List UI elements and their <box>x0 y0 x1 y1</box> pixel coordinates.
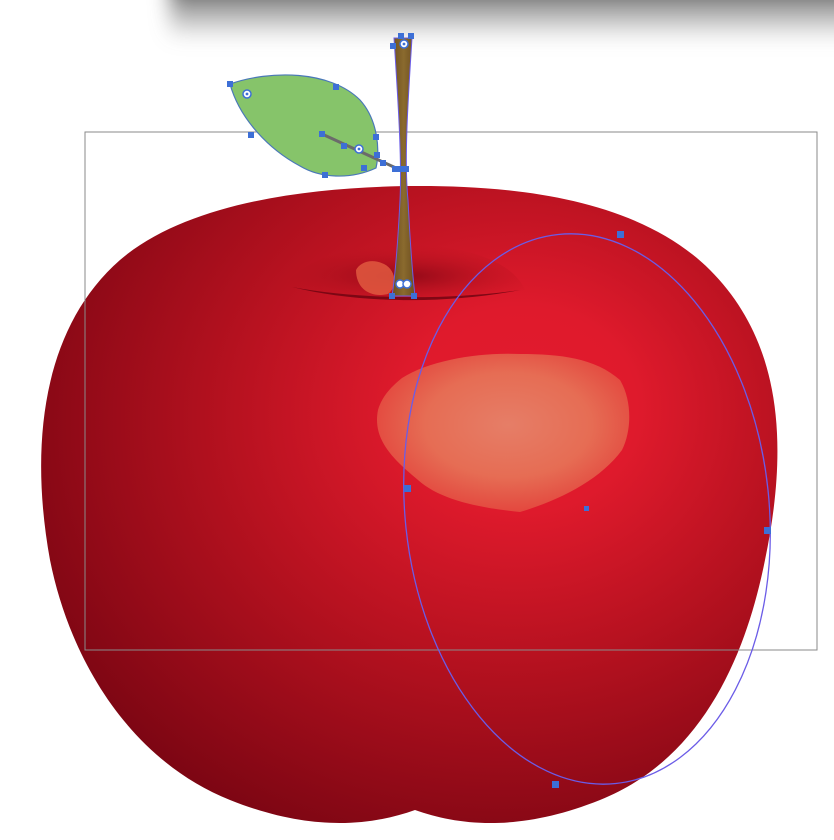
square-anchor-icon[interactable] <box>397 166 403 172</box>
apple-cavity-edge <box>292 287 520 301</box>
square-anchor-icon[interactable] <box>227 81 233 87</box>
square-anchor-icon[interactable] <box>398 33 404 39</box>
square-anchor-icon[interactable] <box>408 33 414 39</box>
square-anchor-icon[interactable] <box>389 293 395 299</box>
apple-shine[interactable] <box>377 353 630 512</box>
bounding-box[interactable] <box>84 131 818 651</box>
stem-anchors[interactable] <box>389 33 417 299</box>
square-anchor-icon[interactable] <box>411 293 417 299</box>
square-anchor-icon[interactable] <box>341 143 347 149</box>
square-anchor-icon[interactable] <box>361 165 367 171</box>
square-anchor-icon[interactable] <box>552 781 559 788</box>
apple-body[interactable] <box>41 186 778 824</box>
square-anchor-icon[interactable] <box>764 527 771 534</box>
square-anchor-icon[interactable] <box>322 172 328 178</box>
square-anchor-icon[interactable] <box>248 132 254 138</box>
square-anchor-icon[interactable] <box>333 84 339 90</box>
circle-center-icon[interactable] <box>357 147 361 151</box>
apple-leaf[interactable] <box>229 74 379 177</box>
artboard-shadow <box>170 0 834 40</box>
square-anchor-icon[interactable] <box>374 152 380 158</box>
circle-center-icon[interactable] <box>402 42 406 46</box>
square-anchor-icon[interactable] <box>319 131 325 137</box>
square-anchor-icon[interactable] <box>617 231 624 238</box>
square-anchor-icon[interactable] <box>373 134 379 140</box>
selected-ellipse-path[interactable] <box>377 215 797 802</box>
square-anchor-icon[interactable] <box>403 166 409 172</box>
ellipse-center-point[interactable] <box>584 506 589 511</box>
square-anchor-icon[interactable] <box>390 43 396 49</box>
circle-center-icon[interactable] <box>402 279 412 289</box>
leaf-anchors[interactable] <box>227 81 398 178</box>
stem-shine <box>356 261 395 295</box>
square-anchor-icon[interactable] <box>380 160 386 166</box>
square-anchor-icon[interactable] <box>392 166 398 172</box>
ellipse-anchors[interactable] <box>404 231 771 788</box>
circle-center-icon[interactable] <box>245 92 249 96</box>
square-anchor-icon[interactable] <box>404 485 411 492</box>
